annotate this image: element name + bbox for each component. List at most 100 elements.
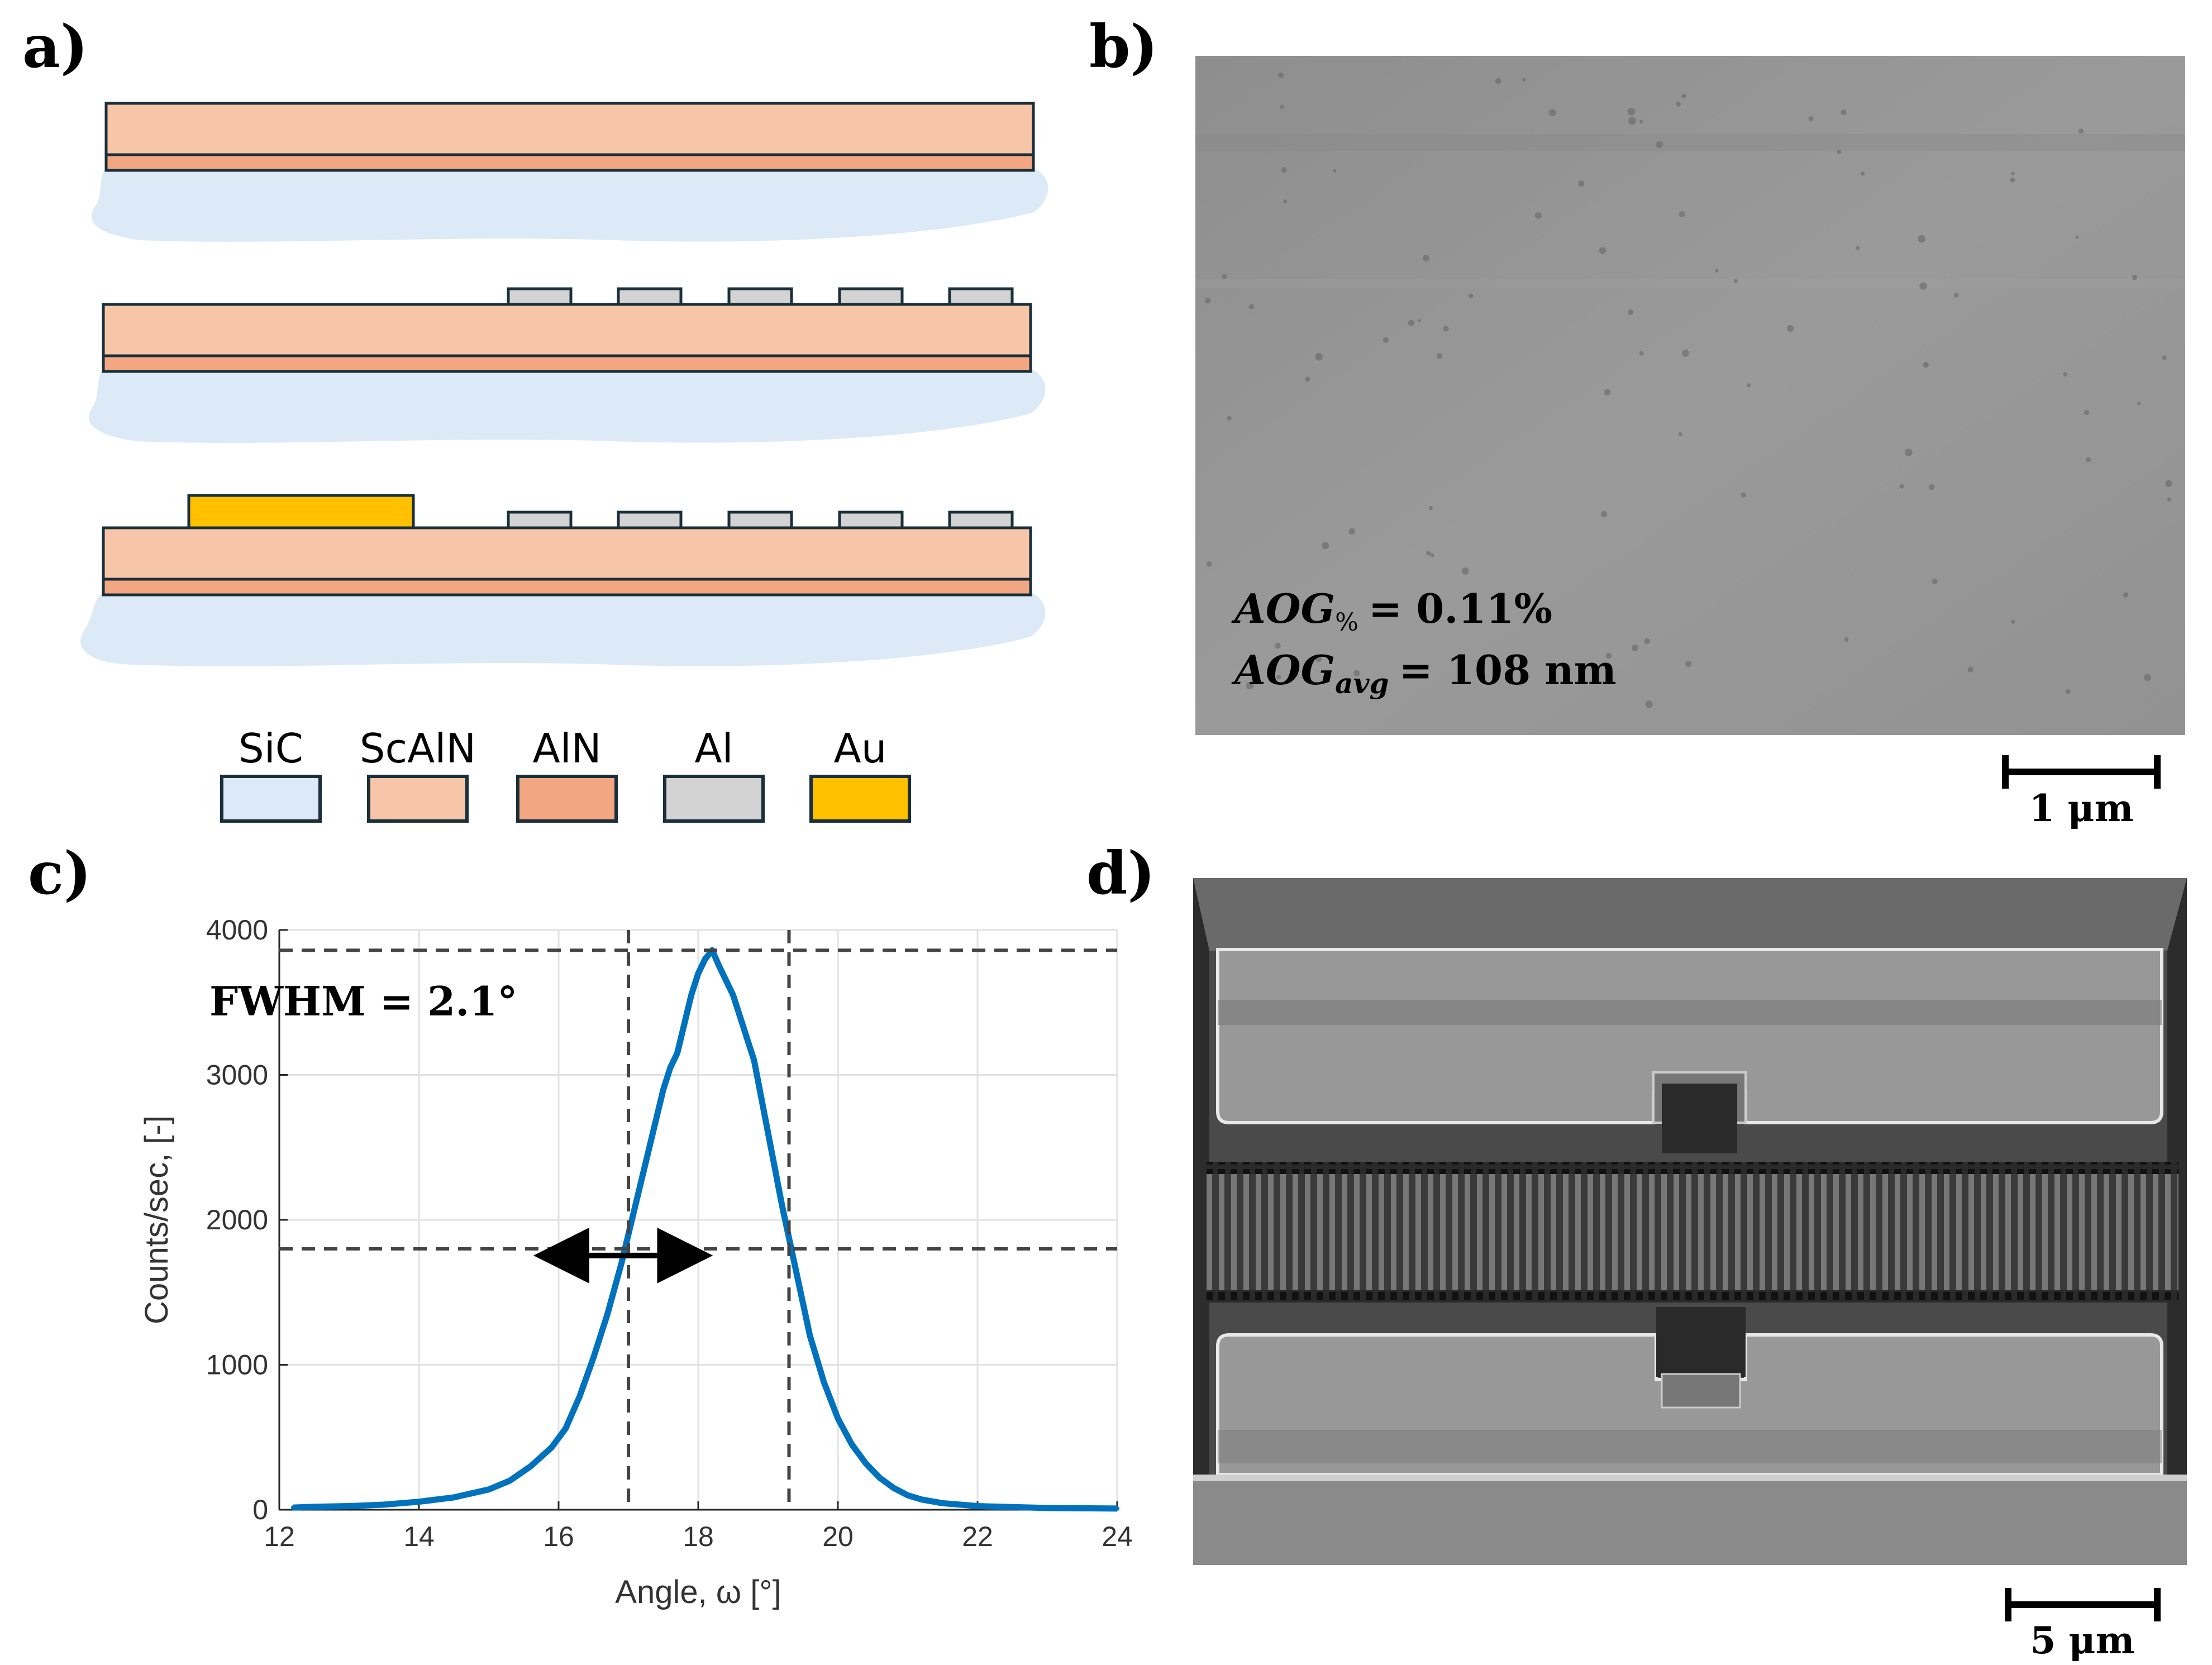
sem-image-surface: AOG%= 0.11% AOGavg= 108 nm [1195, 56, 2185, 735]
al-electrode-pad [838, 511, 904, 529]
data-point [696, 971, 700, 976]
data-point [549, 1445, 554, 1450]
al-electrodes [507, 287, 1014, 306]
process-diagram [80, 102, 1048, 666]
panel-label-b: b) [1089, 12, 1158, 81]
data-point [766, 1130, 770, 1136]
data-point [780, 1203, 784, 1208]
data-point [752, 1058, 756, 1063]
data-point [291, 1505, 295, 1510]
au-pad [187, 494, 415, 529]
data-point [717, 963, 722, 969]
y-tick-label: 0 [252, 1494, 268, 1525]
stack-step-1 [91, 102, 1048, 242]
data-point [563, 1426, 568, 1431]
x-tick-label: 20 [822, 1521, 854, 1552]
legend-swatch-al [663, 775, 765, 823]
data-point [794, 1268, 798, 1273]
data-point [905, 1493, 910, 1498]
data-point [675, 1051, 680, 1056]
panel-label-c: c) [28, 838, 92, 908]
data-point [731, 993, 736, 998]
data-point [850, 1442, 854, 1447]
scaln-layer [104, 102, 1035, 156]
data-point [1010, 1505, 1015, 1510]
scale-bar-d: 5 μm [2005, 1588, 2161, 1662]
y-tick-label: 1000 [206, 1349, 268, 1381]
al-electrode-pad [727, 511, 793, 529]
data-point [668, 1065, 673, 1070]
scaln-layer [102, 303, 1032, 357]
al-electrodes [507, 511, 1014, 529]
data-point [724, 978, 728, 983]
panel-label-d: d) [1086, 838, 1155, 908]
data-point [940, 1501, 945, 1506]
y-tick-label: 4000 [206, 914, 268, 946]
al-electrode-pad [838, 287, 904, 306]
data-point [682, 1022, 687, 1027]
data-point [822, 1380, 826, 1385]
x-axis-label: Angle, ω [°] [615, 1574, 781, 1610]
x-tick-label: 12 [264, 1521, 295, 1552]
data-point [892, 1486, 896, 1491]
data-point [1045, 1505, 1050, 1510]
data-point [689, 993, 694, 998]
data-point [836, 1416, 840, 1421]
data-point [347, 1504, 351, 1509]
data-point [808, 1333, 812, 1338]
fwhm-annotation: FWHM = 2.1° [209, 977, 517, 1025]
y-tick-label: 2000 [206, 1204, 268, 1235]
aln-layer [102, 354, 1032, 373]
x-tick-label: 18 [683, 1521, 714, 1552]
aln-layer [102, 578, 1032, 597]
x-tick-label: 22 [962, 1521, 993, 1552]
al-electrode-pad [617, 511, 683, 529]
sem-image-device [1193, 878, 2187, 1565]
data-point [312, 1504, 317, 1509]
data-point [451, 1495, 456, 1500]
legend-swatch-scaln [367, 775, 469, 823]
data-point [878, 1475, 882, 1480]
aog-percent-equation: AOG%= 0.11% [1231, 585, 1552, 637]
x-tick-label: 14 [403, 1521, 435, 1552]
al-electrode-pad [948, 287, 1014, 306]
data-point [487, 1487, 491, 1492]
scale-bar-b: 1 μm [2002, 755, 2161, 830]
al-electrode-pad [507, 287, 573, 306]
data-point [1115, 1506, 1119, 1511]
data-point [507, 1478, 512, 1483]
al-electrode-pad [617, 287, 683, 306]
scale-label: 5 μm [2030, 1619, 2134, 1662]
data-point [661, 1087, 666, 1092]
scale-label: 1 μm [2029, 786, 2133, 830]
data-point [864, 1461, 868, 1466]
legend-swatch-aln [516, 775, 618, 823]
data-point [528, 1464, 533, 1469]
data-point [619, 1261, 624, 1266]
material-legend: SiC ScAlN AlN Al Au [220, 725, 911, 823]
x-tick-label: 16 [543, 1521, 574, 1552]
data-point [633, 1203, 638, 1208]
data-point [738, 1014, 742, 1019]
legend-label-scaln: ScAlN [360, 725, 476, 772]
data-point [1080, 1506, 1085, 1511]
al-electrode-pad [507, 511, 573, 529]
al-electrode-pad [727, 287, 793, 306]
legend-label-aln: AlN [532, 725, 601, 772]
legend-label-au: Au [834, 725, 887, 772]
data-point [605, 1311, 610, 1316]
data-point [382, 1502, 387, 1507]
sic-substrate [80, 592, 1046, 666]
legend-label-al: Al [694, 725, 733, 772]
legend-label-sic: SiC [239, 725, 303, 772]
x-tick-label: 24 [1102, 1521, 1133, 1552]
data-point [647, 1145, 652, 1150]
data-point [703, 956, 708, 961]
legend-swatch-au [809, 775, 911, 823]
data-point [591, 1355, 596, 1360]
y-axis-label: Counts/sec, [-] [139, 1115, 175, 1324]
stack-step-2 [88, 287, 1046, 443]
aog-average-equation: AOGavg= 108 nm [1231, 646, 1617, 700]
